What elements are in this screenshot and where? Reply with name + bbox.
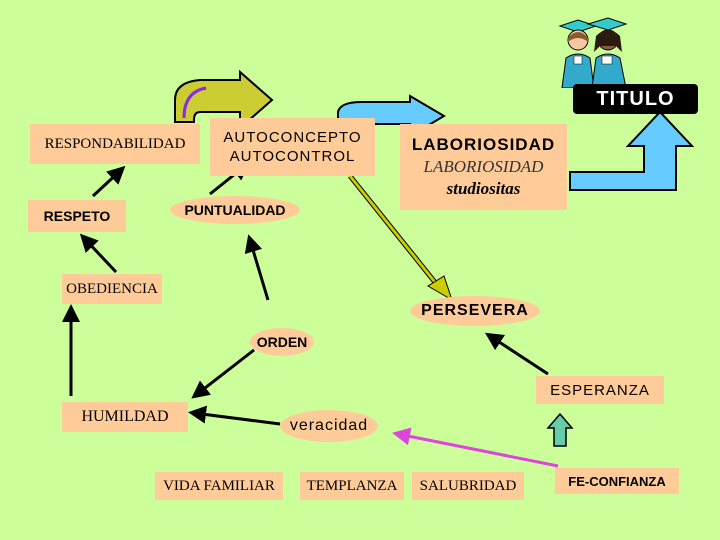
node-orden-label: ORDEN (257, 334, 308, 350)
node-autocontrol-label: AUTOCONTROL (230, 147, 356, 166)
node-persevera-label: PERSEVERA (421, 302, 529, 320)
arrow-obediencia-respeto (84, 238, 116, 272)
node-responsabilidad-label: RESPONDABILIDAD (45, 136, 186, 153)
node-puntualidad: PUNTUALIDAD (170, 196, 300, 224)
node-veracidad: veracidad (280, 410, 378, 442)
node-esperanza: ESPERANZA (536, 376, 664, 404)
node-veracidad-label: veracidad (290, 417, 368, 435)
node-obediencia: OBEDIENCIA (62, 274, 162, 304)
elbow-arrow-laboriosidad-titulo (570, 112, 692, 190)
node-laboriosidad-label-3: studiositas (447, 178, 521, 200)
node-vida-familiar: VIDA FAMILIAR (155, 472, 283, 500)
node-fe-confianza-label: FE-CONFIANZA (568, 474, 666, 489)
graduates-clipart-icon (556, 12, 628, 88)
arrow-fe-confianza-veracidad (398, 434, 558, 466)
node-humildad-label: HUMILDAD (81, 408, 168, 426)
green-up-arrow-icon (548, 414, 572, 446)
arrow-respeto-responsabilidad (93, 170, 121, 196)
node-autoconcepto-label: AUTOCONCEPTO (223, 128, 361, 147)
arrow-orden-humildad (196, 350, 254, 395)
node-autoconcepto-autocontrol: AUTOCONCEPTO AUTOCONTROL (210, 118, 375, 176)
node-fe-confianza: FE-CONFIANZA (555, 468, 679, 494)
titulo-box: TITULO (573, 84, 698, 114)
node-laboriosidad-label-1: LABORIOSIDAD (412, 134, 555, 156)
node-esperanza-label: ESPERANZA (550, 382, 650, 399)
titulo-label: TITULO (596, 88, 674, 111)
node-laboriosidad: LABORIOSIDAD LABORIOSIDAD studiositas (400, 124, 567, 210)
node-salubridad: SALUBRIDAD (412, 472, 524, 500)
arrow-persevera-autocontrol (250, 240, 268, 300)
node-templanza-label: TEMPLANZA (307, 478, 398, 495)
node-respeto: RESPETO (28, 200, 126, 232)
node-obediencia-label: OBEDIENCIA (66, 281, 158, 298)
arrow-esperanza-persevera (490, 336, 548, 374)
node-persevera: PERSEVERA (410, 296, 540, 326)
node-laboriosidad-label-2: LABORIOSIDAD (424, 156, 544, 178)
arrow-veracidad-humildad (194, 413, 280, 424)
node-humildad: HUMILDAD (62, 402, 188, 432)
node-templanza: TEMPLANZA (300, 472, 404, 500)
node-orden: ORDEN (250, 328, 314, 356)
node-puntualidad-label: PUNTUALIDAD (184, 202, 285, 218)
node-salubridad-label: SALUBRIDAD (420, 478, 517, 495)
node-responsabilidad: RESPONDABILIDAD (30, 124, 200, 164)
node-vida-familiar-label: VIDA FAMILIAR (163, 478, 275, 495)
node-respeto-label: RESPETO (44, 208, 111, 224)
